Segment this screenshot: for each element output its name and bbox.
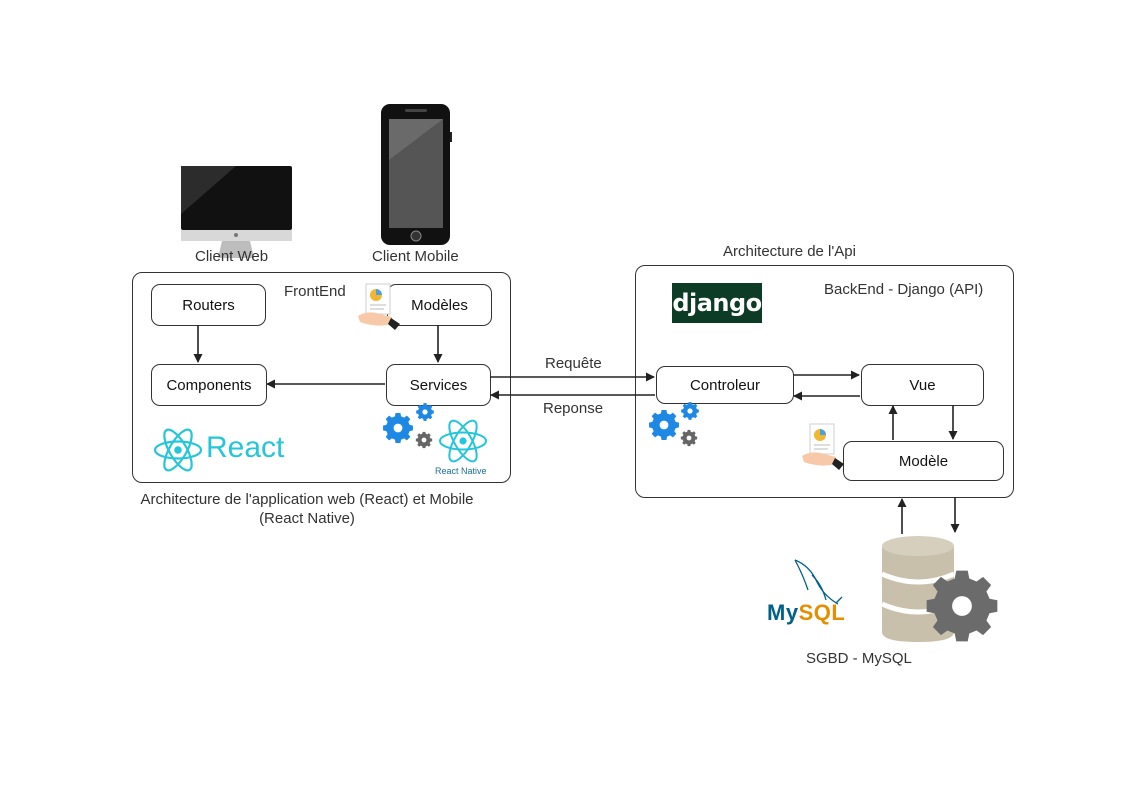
frontend-caption-line2: (React Native) [259, 510, 355, 527]
react-logo-text: React [206, 431, 285, 464]
modele-box: Modèle [843, 441, 1004, 481]
backend-title: BackEnd - Django (API) [824, 281, 984, 298]
database-icon [880, 536, 956, 642]
backend-heading: Architecture de l'Api [723, 243, 856, 260]
react-native-logo-text: React Native [435, 466, 487, 476]
vue-box: Vue [861, 364, 984, 406]
gears-icon [649, 402, 699, 447]
desktop-computer-icon [181, 166, 292, 258]
modeles-box: Modèles [387, 284, 492, 326]
django-logo: django [672, 283, 762, 323]
request-label: Requête [545, 355, 602, 372]
response-label: Reponse [543, 400, 604, 417]
client-web-label: Client Web [195, 248, 269, 265]
services-box: Services [386, 364, 491, 406]
gears-icon [383, 403, 434, 449]
mysql-dolphin-icon [794, 559, 843, 605]
mobile-phone-icon [381, 104, 452, 245]
react-native-atom-icon [439, 419, 487, 463]
database-label: SGBD - MySQL [806, 650, 912, 667]
mysql-logo-text: MySQL [767, 600, 846, 625]
components-box: Components [151, 364, 267, 406]
backend-container [635, 265, 1014, 498]
react-atom-icon [153, 428, 203, 472]
database-gear-icon [926, 570, 998, 642]
client-mobile-label: Client Mobile [372, 248, 459, 265]
routers-box: Routers [151, 284, 266, 326]
hand-document-icon [802, 423, 844, 470]
controleur-box: Controleur [656, 366, 794, 404]
mysql-logo: MySQL [767, 600, 845, 626]
frontend-caption-line1: Architecture de l'application web (React… [140, 491, 474, 508]
hand-document-icon [358, 283, 400, 330]
frontend-title: FrontEnd [284, 283, 346, 300]
